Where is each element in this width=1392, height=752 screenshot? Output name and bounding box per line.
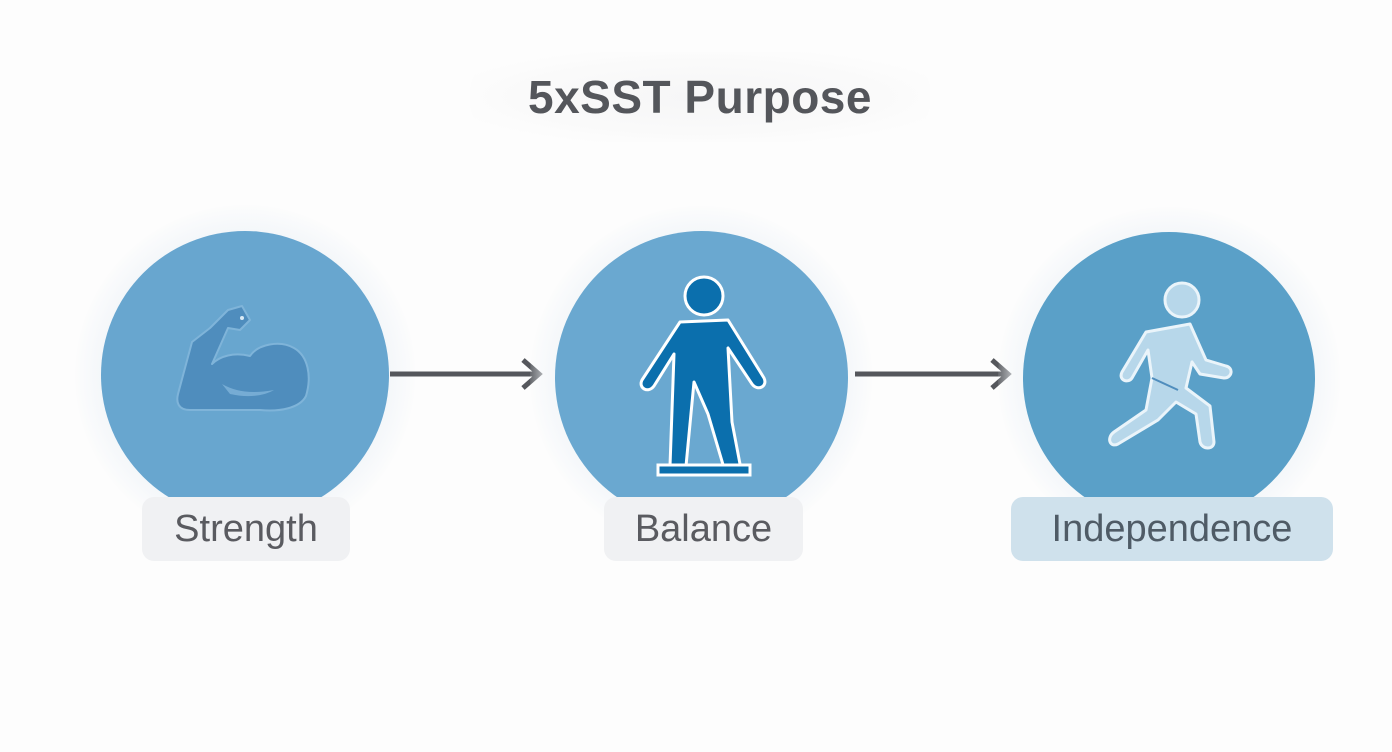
walking-person-icon	[1108, 281, 1233, 450]
standing-person-on-platform-icon	[639, 275, 767, 477]
diagram-title: 5xSST Purpose	[528, 71, 872, 123]
balance-label-text: Balance	[634, 507, 773, 550]
independence-label-text: Independence	[1051, 507, 1293, 550]
balance-label: Balance	[604, 497, 803, 561]
independence-label: Independence	[1011, 497, 1333, 561]
strength-label-text: Strength	[174, 507, 318, 550]
strength-label: Strength	[142, 497, 350, 561]
title-container: 5xSST Purpose	[470, 52, 930, 142]
flexed-bicep-icon	[176, 305, 310, 412]
arrow-right-icon	[855, 358, 1012, 390]
arrow-right-icon	[390, 358, 543, 390]
